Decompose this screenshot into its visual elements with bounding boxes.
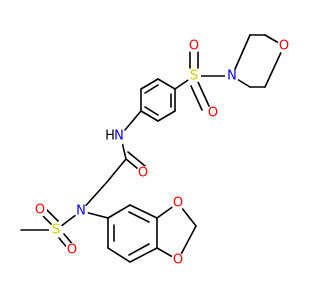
ring-bond bbox=[231, 34, 251, 77]
aromatic-inner-bond bbox=[144, 84, 159, 94]
mesyl-oxygen-upper-atom: O bbox=[33, 203, 47, 218]
ring-bond bbox=[157, 110, 176, 122]
sulfonyl-oxygen-upper-atom: O bbox=[187, 39, 201, 54]
amide-bond bbox=[121, 141, 127, 160]
dioxole-oxygen-lower-label: O bbox=[173, 253, 183, 268]
ring-bond bbox=[107, 247, 131, 263]
ring-bond bbox=[107, 204, 131, 219]
sulfonyl-oxygen-upper-label: O bbox=[189, 39, 199, 54]
carbonyl-oxygen-label: O bbox=[138, 166, 148, 181]
mesyl-oxygen-lower-atom: O bbox=[65, 243, 79, 258]
amide-nitrogen-label: N bbox=[114, 129, 124, 144]
dioxole-oxygen-lower-atom: O bbox=[171, 253, 185, 268]
ring-bond bbox=[140, 110, 159, 122]
mesyl-oxygen-lower-label: O bbox=[67, 243, 77, 258]
amide-nh-atom: NH bbox=[104, 125, 126, 147]
amide-hydrogen-label: H bbox=[105, 129, 115, 144]
amine-nitrogen-label: N bbox=[76, 204, 86, 219]
carbonyl-oxygen-atom: O bbox=[136, 166, 150, 181]
sulfonyl-oxygen-lower-label: O bbox=[208, 106, 218, 121]
dioxole-oxygen-upper-atom: O bbox=[171, 196, 185, 211]
mesyl-sulfur-label: S bbox=[52, 223, 60, 238]
aromatic-inner-bond bbox=[144, 106, 159, 116]
amine-nitrogen-atom: N bbox=[74, 204, 88, 219]
sulfonyl-double-bond bbox=[197, 81, 210, 107]
morpholine-nitrogen-atom: N bbox=[225, 69, 239, 84]
sulfonyl-double-bond bbox=[190, 85, 203, 111]
aromatic-inner-bond bbox=[128, 243, 150, 256]
sulfonyl-sulfur-atom: S bbox=[187, 69, 201, 84]
carbonyl-double-bond bbox=[127, 151, 146, 167]
aromatic-inner-bond bbox=[128, 211, 150, 223]
morpholine-nitrogen-label: N bbox=[227, 69, 237, 84]
ring-bond bbox=[157, 78, 176, 90]
ring-bond bbox=[140, 78, 159, 90]
mesyl-sulfur-atom: S bbox=[49, 223, 63, 238]
amide-bond bbox=[124, 110, 142, 131]
morpholine-oxygen-label: O bbox=[279, 39, 289, 54]
methylene-bond bbox=[106, 158, 127, 183]
dioxole-oxygen-upper-label: O bbox=[173, 196, 183, 211]
morpholine-oxygen-atom: O bbox=[277, 39, 291, 54]
molecule-structure-diagram: O N S O O NH O N S O O O O bbox=[20, 34, 291, 268]
sulfonyl-sulfur-label: S bbox=[190, 69, 198, 84]
ring-bond bbox=[129, 204, 158, 219]
mesyl-oxygen-upper-label: O bbox=[35, 203, 45, 218]
ring-bond bbox=[264, 45, 285, 88]
ring-bond bbox=[129, 247, 158, 263]
sulfonyl-oxygen-lower-atom: O bbox=[206, 106, 220, 121]
atom-label-layer: O N S O O NH O N S O O O O bbox=[33, 39, 291, 268]
